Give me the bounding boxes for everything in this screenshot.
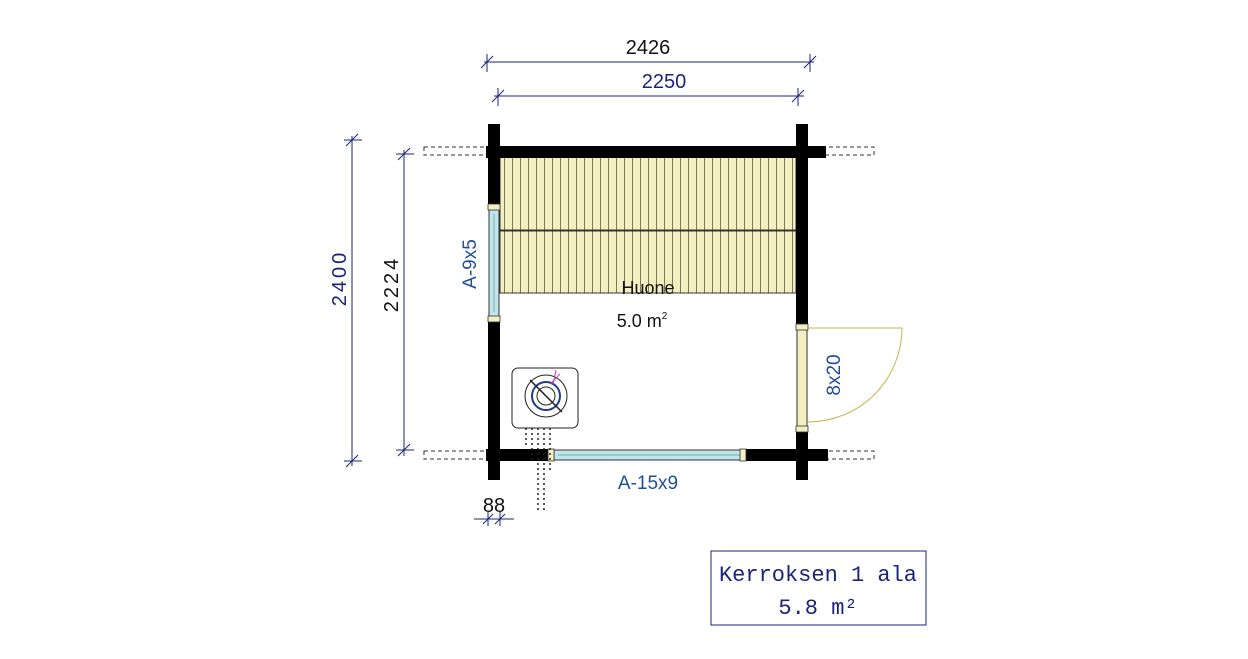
- dimension-outer-width: 2426: [480, 37, 817, 72]
- window-left-label: A-9x5: [460, 239, 481, 289]
- dimension-outer-width-label: 2426: [626, 37, 671, 59]
- window-left: A-9x5: [460, 203, 501, 323]
- dimension-inner-height-label: 2224: [381, 256, 403, 313]
- dimension-outer-height: 2400: [329, 133, 362, 468]
- lower-bench: [499, 230, 797, 294]
- room-area-exponent: 2: [662, 311, 668, 322]
- dimension-inner-height: 2224: [381, 147, 414, 457]
- dimension-inner-width-label: 2250: [642, 71, 687, 93]
- dimension-inner-width: 2250: [491, 71, 805, 106]
- upper-bench: [499, 155, 797, 231]
- window-bottom-label: A-15x9: [618, 473, 678, 494]
- walls: [486, 124, 828, 480]
- dimension-wall-thickness-label: 88: [483, 495, 505, 517]
- sauna-stove-icon: [511, 367, 579, 510]
- door-right-label: 8x20: [824, 354, 845, 395]
- summary-area: 5.8 m²: [778, 596, 857, 621]
- room-name: Huone: [621, 278, 674, 298]
- summary-title: Kerroksen 1 ala: [719, 563, 917, 588]
- door-right: 8x20: [795, 323, 903, 433]
- window-bottom: A-15x9: [547, 448, 747, 494]
- dimension-wall-thickness: 88: [474, 495, 514, 526]
- room-area: 5.0 m2: [617, 311, 668, 331]
- dimension-outer-height-label: 2400: [329, 250, 351, 307]
- floor-area-summary: Kerroksen 1 ala 5.8 m²: [710, 550, 927, 626]
- room-area-value: 5.0 m: [617, 311, 662, 331]
